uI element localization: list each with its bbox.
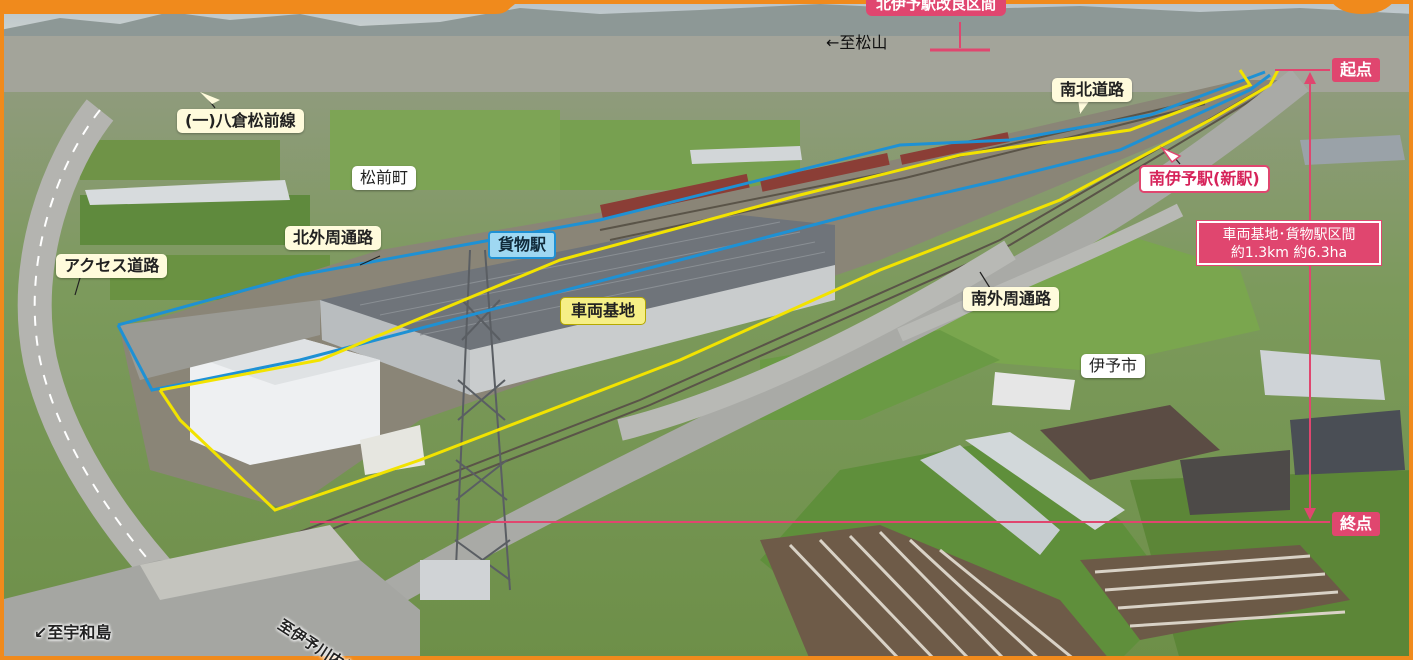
city-label-iyo: 伊予市 bbox=[1081, 354, 1146, 378]
direction-to-matsuyama: ←至松山 bbox=[826, 33, 888, 52]
facility-label-freight-station: 貨物駅 bbox=[488, 231, 557, 259]
town-label-matsumae: 松前町 bbox=[352, 166, 417, 190]
section-distance-box: 車両基地･貨物駅区間 約1.3km 約6.3ha bbox=[1197, 221, 1381, 265]
road-label-access: アクセス道路 bbox=[56, 254, 168, 278]
road-label-yakura-matsumae: (一)八倉松前線 bbox=[177, 109, 304, 133]
start-point-marker: 起点 bbox=[1332, 58, 1381, 82]
road-label-kita-gaishu: 北外周通路 bbox=[285, 226, 382, 250]
section-title: 北伊予駅改良区間 bbox=[876, 0, 997, 13]
station-label-minami-iyo: 南伊予駅(新駅) bbox=[1139, 165, 1270, 193]
end-point-marker: 終点 bbox=[1332, 512, 1381, 536]
section-distance-value: 約1.3km 約6.3ha bbox=[1230, 245, 1348, 261]
section-distance-title: 車両基地･貨物駅区間 bbox=[1222, 227, 1356, 243]
road-label-minami-gaishu: 南外周通路 bbox=[963, 287, 1060, 311]
section-title-tab: 北伊予駅改良区間 bbox=[866, 0, 1007, 16]
facility-label-vehicle-base: 車両基地 bbox=[560, 297, 647, 325]
direction-to-uwajima: ↙至宇和島 bbox=[34, 623, 112, 642]
road-label-nanboku: 南北道路 bbox=[1052, 78, 1133, 102]
